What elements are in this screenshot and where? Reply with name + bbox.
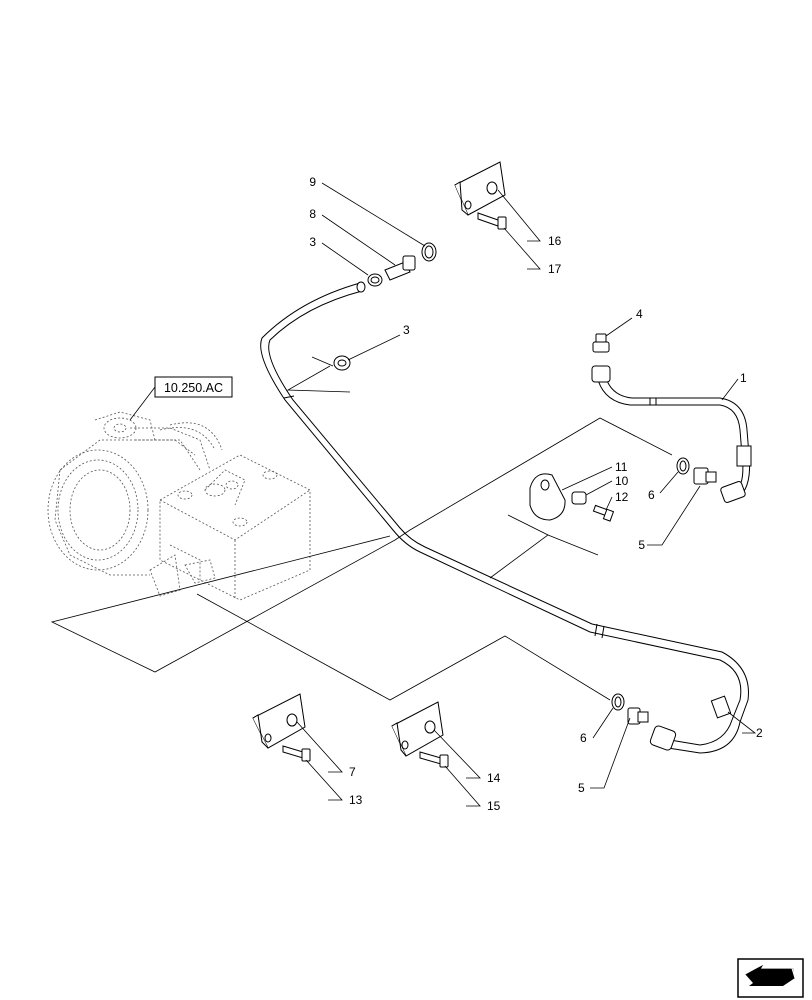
callout-13: 13 bbox=[349, 793, 363, 807]
reference-label[interactable]: 10.250.AC bbox=[164, 381, 223, 395]
callout-3-top: 3 bbox=[309, 235, 316, 249]
callout-2: 2 bbox=[756, 726, 763, 740]
callout-16: 16 bbox=[548, 234, 562, 248]
pipe-item-2 bbox=[649, 695, 741, 754]
callout-6-upper: 6 bbox=[648, 488, 655, 502]
reference-label-group[interactable]: 10.250.AC bbox=[129, 376, 233, 421]
mounting-brackets bbox=[252, 161, 507, 768]
fittings bbox=[333, 242, 717, 725]
callout-10: 10 bbox=[615, 474, 629, 488]
callout-15: 15 bbox=[487, 799, 501, 813]
callout-6-lower: 6 bbox=[580, 731, 587, 745]
callout-4: 4 bbox=[636, 307, 643, 321]
callout-7: 7 bbox=[349, 765, 356, 779]
arrow-back-icon[interactable] bbox=[737, 958, 804, 998]
callout-5-upper: 5 bbox=[638, 538, 645, 552]
callout-12: 12 bbox=[615, 490, 629, 504]
callout-8: 8 bbox=[309, 207, 316, 221]
callout-leaders bbox=[296, 182, 757, 807]
callout-3-mid: 3 bbox=[403, 323, 410, 337]
callout-9: 9 bbox=[309, 175, 316, 189]
callout-1: 1 bbox=[740, 371, 747, 385]
main-hydraulic-pipe bbox=[260, 281, 749, 723]
axle-housing-assembly bbox=[47, 411, 311, 601]
callout-5-lower: 5 bbox=[578, 781, 585, 795]
callout-11: 11 bbox=[615, 460, 628, 474]
reference-plane-lines bbox=[50, 356, 673, 701]
pipe-item-1 bbox=[591, 365, 752, 503]
reference-leader bbox=[129, 386, 156, 421]
callout-17: 17 bbox=[548, 262, 562, 276]
callout-14: 14 bbox=[487, 771, 501, 785]
callout-numbers: 9 8 3 3 4 1 6 5 11 10 12 16 17 2 6 5 7 1… bbox=[309, 175, 763, 813]
